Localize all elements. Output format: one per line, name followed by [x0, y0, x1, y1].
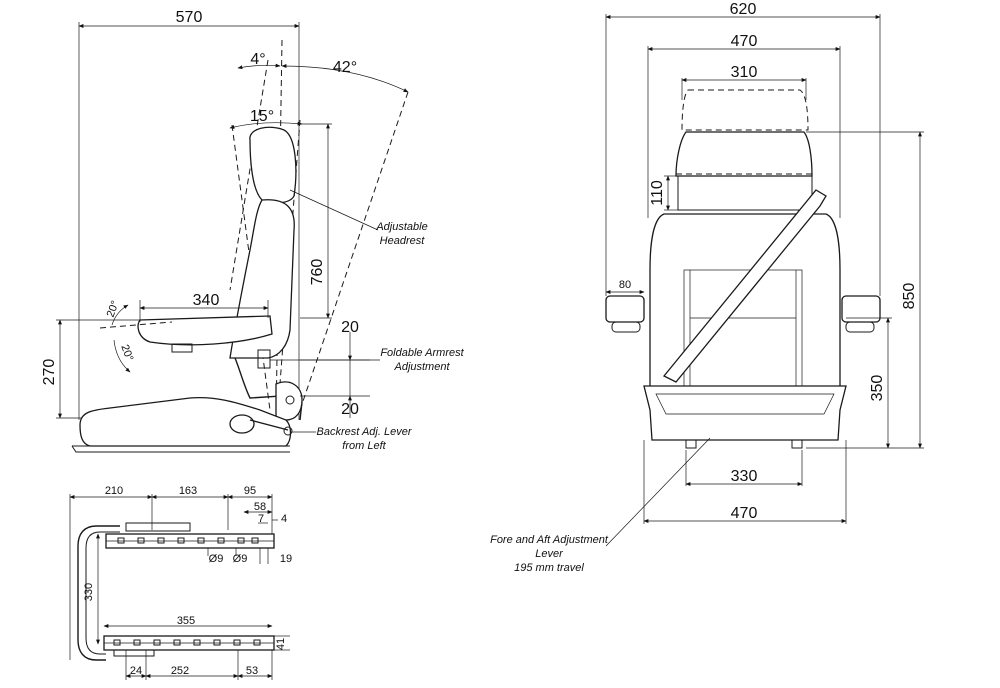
side-view: 570 4° 42° 15° [41, 9, 465, 453]
dim-470-top: 470 [731, 33, 758, 50]
dim-4: 4 [281, 513, 287, 525]
front-view: 620 470 310 110 [490, 1, 924, 574]
dim-850: 850 [901, 283, 918, 310]
dim-760: 760 [309, 259, 326, 286]
headrest-side [249, 126, 297, 204]
dim-620: 620 [730, 1, 757, 18]
dim-340: 340 [193, 292, 220, 309]
dim-310: 310 [731, 64, 758, 81]
dim-570: 570 [176, 9, 203, 26]
label-armrest-1: Foldable Armrest [380, 347, 464, 359]
dim-41: 41 [275, 638, 287, 650]
dim-110: 110 [649, 180, 666, 206]
angle-4: 4° [250, 51, 265, 68]
dim-330-rail: 330 [83, 583, 95, 601]
angle-15: 15° [250, 108, 274, 125]
angle-arm-up: 20° [105, 299, 122, 319]
label-lever-1: Backrest Adj. Lever [317, 426, 413, 438]
dim-20-top: 20 [341, 319, 359, 336]
dim-95: 95 [244, 485, 256, 497]
dim-470-bottom: 470 [731, 505, 758, 522]
dim-252: 252 [171, 665, 189, 677]
hole-dia-b: Ø9 [233, 553, 248, 565]
label-armrest-2: Adjustment [393, 361, 450, 373]
fore-aft-handle [77, 525, 120, 661]
angle-arm-down: 20° [118, 343, 135, 363]
dim-24: 24 [130, 665, 142, 677]
dim-80: 80 [619, 279, 631, 291]
backrest-lever [229, 414, 255, 434]
headrest-front [675, 131, 813, 177]
label-fore-1: Fore and Aft Adjustment [490, 534, 609, 546]
label-headrest-2: Headrest [380, 235, 426, 247]
dim-163: 163 [179, 485, 197, 497]
dim-355: 355 [177, 615, 195, 627]
dim-350: 350 [869, 375, 886, 402]
label-fore-2: Lever [535, 548, 564, 560]
cushion-side [79, 396, 292, 447]
armrest-left-front [605, 295, 645, 323]
hole-dia-a: Ø9 [209, 553, 224, 565]
dim-330: 330 [731, 468, 758, 485]
dim-20-bottom: 20 [341, 401, 359, 418]
dim-7: 7 [258, 513, 264, 525]
label-lever-2: from Left [342, 440, 386, 452]
label-fore-3: 195 mm travel [514, 562, 584, 574]
dim-19: 19 [280, 553, 292, 565]
label-headrest-1: Adjustable [375, 221, 427, 233]
seat-belt [662, 189, 827, 383]
dim-58: 58 [254, 501, 266, 513]
cushion-front [643, 385, 847, 441]
angle-42: 42° [333, 59, 357, 76]
rail-view: 210 163 95 58 7 4 Ø9 Ø9 19 330 [69, 485, 292, 680]
dim-53: 53 [246, 665, 258, 677]
dim-210: 210 [105, 485, 123, 497]
armrest-side [137, 315, 273, 346]
dim-270: 270 [41, 359, 58, 386]
